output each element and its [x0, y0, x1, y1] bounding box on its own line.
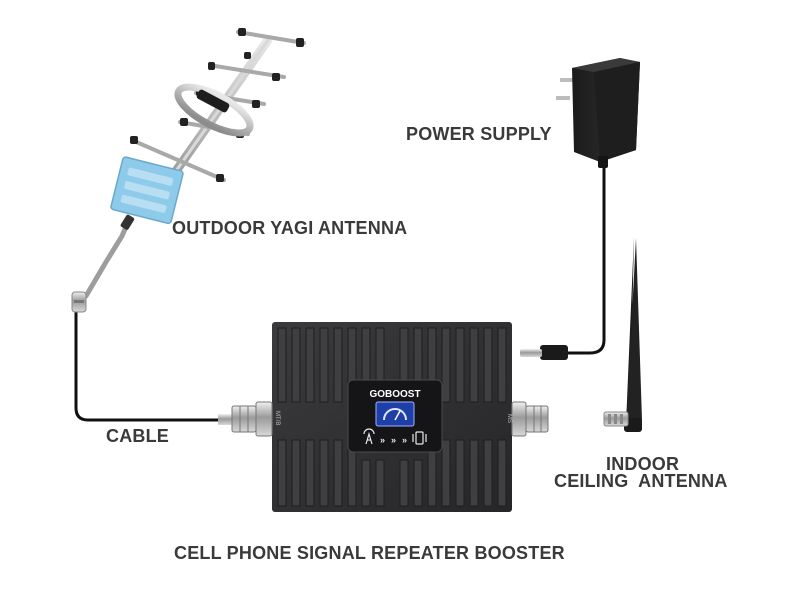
- label-cable: CABLE: [106, 426, 169, 446]
- heatsink-fins: [277, 327, 507, 507]
- phone-icon: [412, 431, 427, 445]
- svg-text:»: »: [402, 435, 407, 445]
- port-right-label: MS: [506, 414, 512, 423]
- tower-icon: [363, 428, 375, 445]
- caption-repeater-booster: CELL PHONE SIGNAL REPEATER BOOSTER: [174, 543, 565, 563]
- port-right-connector: [511, 401, 549, 437]
- label-indoor: INDOOR: [606, 454, 680, 474]
- port-left-connector: [218, 401, 273, 437]
- label-outdoor-yagi-antenna: OUTDOOR YAGI ANTENNA: [172, 218, 408, 238]
- signal-booster: GOBOOST » » » MT/B: [218, 322, 568, 512]
- label-power-supply: POWER SUPPLY: [406, 124, 552, 144]
- lcd-display: [375, 401, 415, 427]
- svg-text:»: »: [391, 435, 396, 445]
- dc-plug: [520, 345, 568, 360]
- power-adapter: [556, 58, 640, 168]
- arrow-icons: » » »: [380, 435, 407, 445]
- cable-power: [565, 156, 606, 355]
- brand-logo: GOBOOST: [369, 389, 420, 400]
- yagi-antenna: [71, 28, 306, 313]
- cable-antenna-to-booster: [74, 312, 220, 422]
- svg-text:»: »: [380, 435, 385, 445]
- port-left-label: MT/B: [274, 411, 280, 425]
- indoor-antenna: [603, 236, 642, 432]
- label-ceiling-antenna: CEILING ANTENNA: [554, 471, 728, 491]
